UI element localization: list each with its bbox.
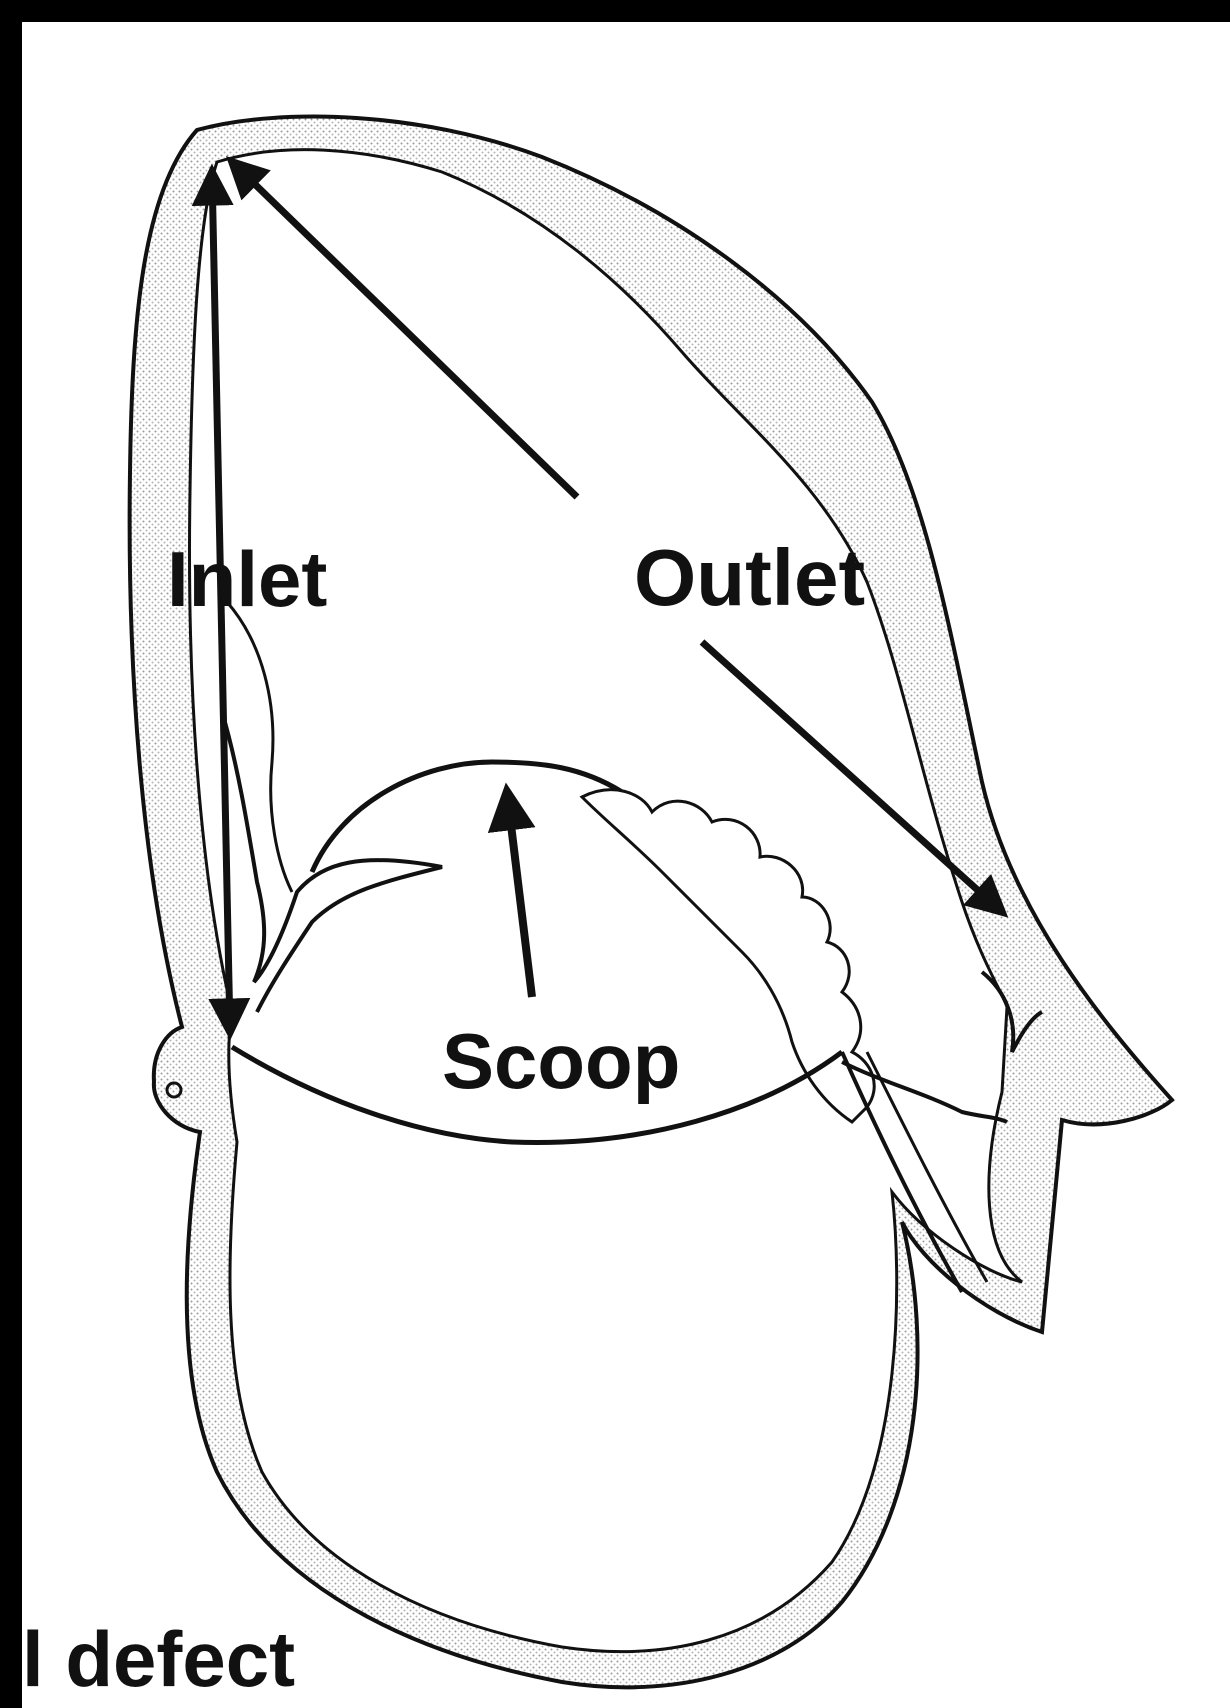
outlet-label: Outlet: [634, 538, 865, 618]
inlet-label: Inlet: [167, 540, 327, 618]
heart-diagram: [22, 22, 1230, 1708]
figure-panel: Inlet Outlet Scoop l defect: [22, 22, 1230, 1708]
scoop-label: Scoop: [442, 1022, 680, 1100]
defect-caption: l defect: [22, 1620, 295, 1698]
